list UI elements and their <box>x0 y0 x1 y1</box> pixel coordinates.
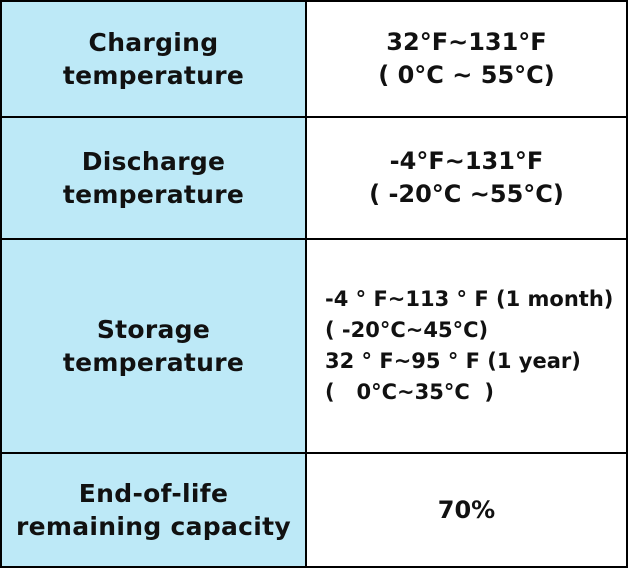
end-of-life-capacity-value: 70% <box>437 495 496 524</box>
end-of-life-capacity-value-cell: 70% <box>307 454 626 566</box>
discharge-temperature-label-cell: Discharge temperature <box>2 118 307 240</box>
discharge-temperature-value-cell: -4°F~131°F ( -20°C ~55°C) <box>307 118 626 240</box>
charging-temperature-label-cell: Charging temperature <box>2 2 307 118</box>
charging-temperature-value-cell: 32°F~131°F ( 0°C ~ 55°C) <box>307 2 626 118</box>
storage-temperature-label: Storage temperature <box>62 315 245 377</box>
storage-temperature-value-cell: -4 ° F~113 ° F (1 month) ( -20°C~45°C) 3… <box>307 240 626 454</box>
charging-temperature-value: 32°F~131°F ( 0°C ~ 55°C) <box>378 28 555 89</box>
storage-temperature-label-cell: Storage temperature <box>2 240 307 454</box>
discharge-temperature-label: Discharge temperature <box>62 147 245 209</box>
end-of-life-capacity-label: End-of-life remaining capacity <box>15 479 292 541</box>
end-of-life-capacity-label-cell: End-of-life remaining capacity <box>2 454 307 566</box>
discharge-temperature-value: -4°F~131°F ( -20°C ~55°C) <box>369 147 564 208</box>
charging-temperature-label: Charging temperature <box>62 28 245 90</box>
storage-temperature-value: -4 ° F~113 ° F (1 month) ( -20°C~45°C) 3… <box>325 287 614 404</box>
